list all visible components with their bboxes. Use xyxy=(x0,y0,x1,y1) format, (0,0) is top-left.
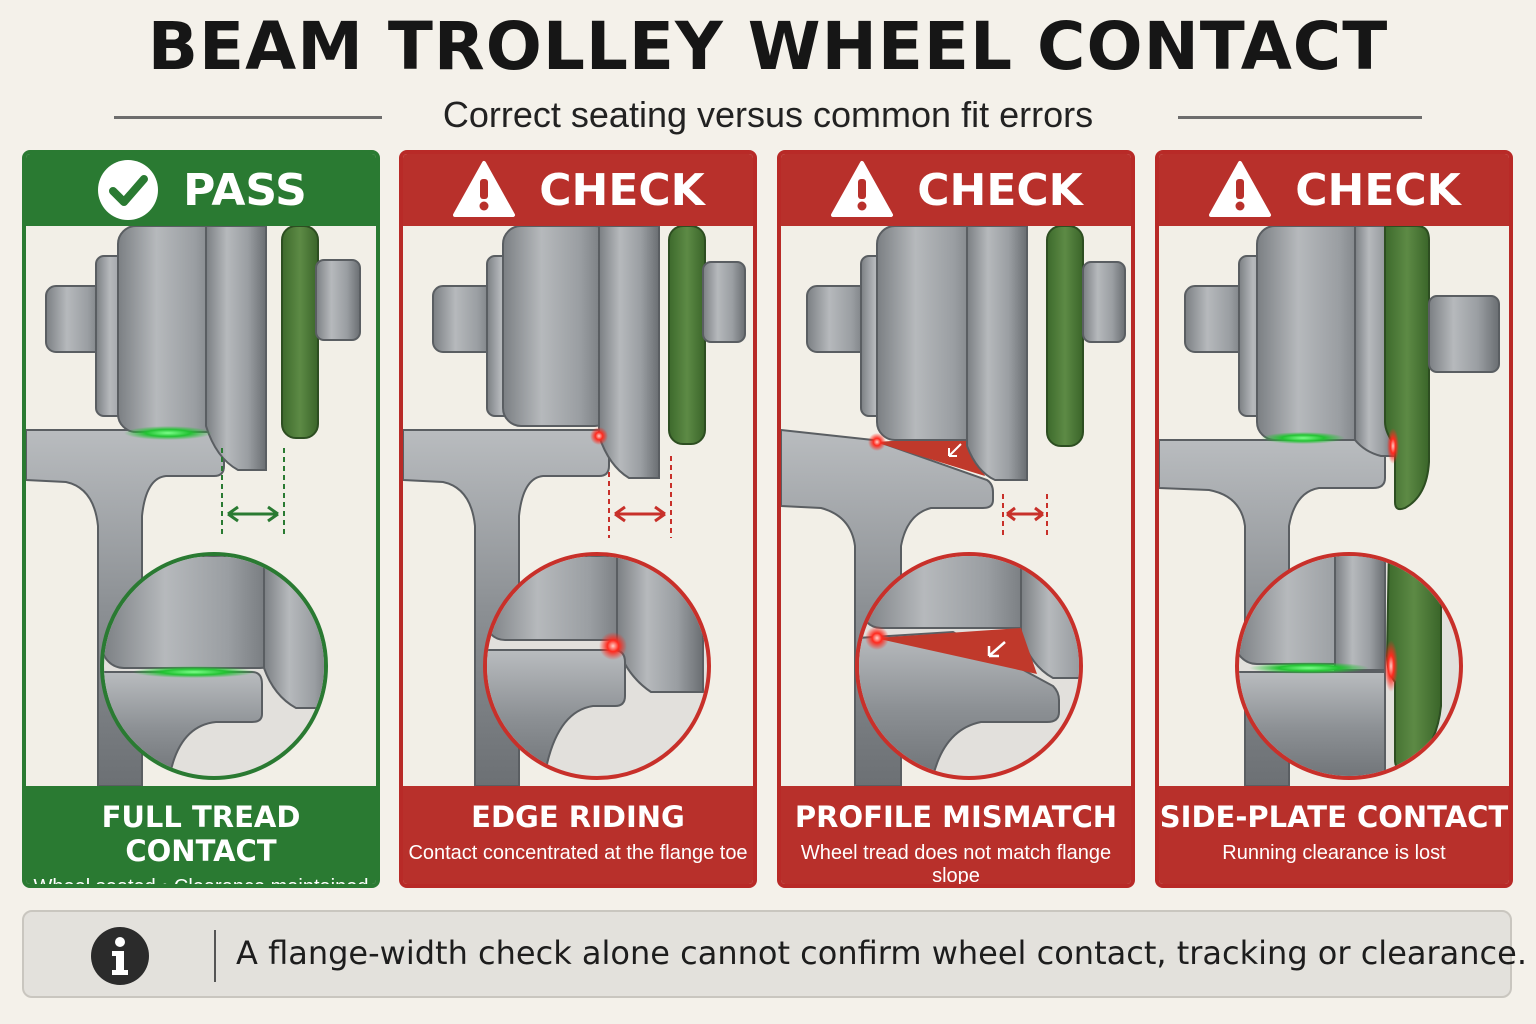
warning-icon xyxy=(1209,161,1272,217)
condition-title: FULL TREAD CONTACT xyxy=(101,800,301,868)
panel-header: CHECK xyxy=(403,154,753,226)
wheel-illustration xyxy=(403,226,753,786)
note-divider xyxy=(214,930,216,982)
page-title: BEAM TROLLEY WHEEL CONTACT xyxy=(147,8,1389,85)
panel-header: CHECK xyxy=(1159,154,1509,226)
warning-icon xyxy=(453,161,516,217)
condition-description: Contact concentrated at the flange toe xyxy=(408,842,748,864)
subtitle-rule-left xyxy=(114,116,382,119)
wheel-illustration xyxy=(26,226,376,786)
wheel-illustration xyxy=(781,226,1131,786)
panel-side-plate-contact: CHECK SIDE-PLATE CONTACT xyxy=(1155,150,1513,888)
condition-title: EDGE RIDING xyxy=(471,800,685,834)
panel-header: CHECK xyxy=(781,154,1131,226)
status-label: CHECK xyxy=(917,164,1083,216)
panel-footer: SIDE-PLATE CONTACT Running clearance is … xyxy=(1159,786,1509,884)
info-icon xyxy=(91,927,149,985)
panel-header: PASS xyxy=(26,154,376,226)
panel-footer: PROFILE MISMATCH Wheel tread does not ma… xyxy=(781,786,1131,884)
note-text: A flange-width check alone cannot confir… xyxy=(236,934,1527,972)
warning-icon xyxy=(831,161,894,217)
condition-title: PROFILE MISMATCH xyxy=(794,800,1118,834)
condition-description: Wheel seated • Clearance maintained xyxy=(33,876,369,888)
panel-full-tread-contact: PASS xyxy=(22,150,380,888)
checkmark-icon xyxy=(98,160,159,220)
condition-description: Running clearance is lost xyxy=(1222,842,1446,864)
condition-description: Wheel tread does not match flange slope xyxy=(800,842,1112,887)
panel-profile-mismatch: CHECK xyxy=(777,150,1135,888)
condition-title: SIDE-PLATE CONTACT xyxy=(1159,800,1509,834)
panel-edge-riding: CHECK EDGE RIDING Contact con xyxy=(399,150,757,888)
subtitle-rule-right xyxy=(1178,116,1422,119)
status-label: CHECK xyxy=(1295,164,1461,216)
subtitle-row: Correct seating versus common fit errors xyxy=(0,92,1536,140)
panel-footer: FULL TREAD CONTACT Wheel seated • Cleara… xyxy=(26,786,376,884)
page-subtitle: Correct seating versus common fit errors xyxy=(442,94,1094,135)
wheel-illustration xyxy=(1159,226,1509,786)
status-label: PASS xyxy=(183,164,307,216)
panel-footer: EDGE RIDING Contact concentrated at the … xyxy=(403,786,753,884)
info-note: A flange-width check alone cannot confir… xyxy=(22,910,1527,998)
status-label: CHECK xyxy=(539,164,705,216)
